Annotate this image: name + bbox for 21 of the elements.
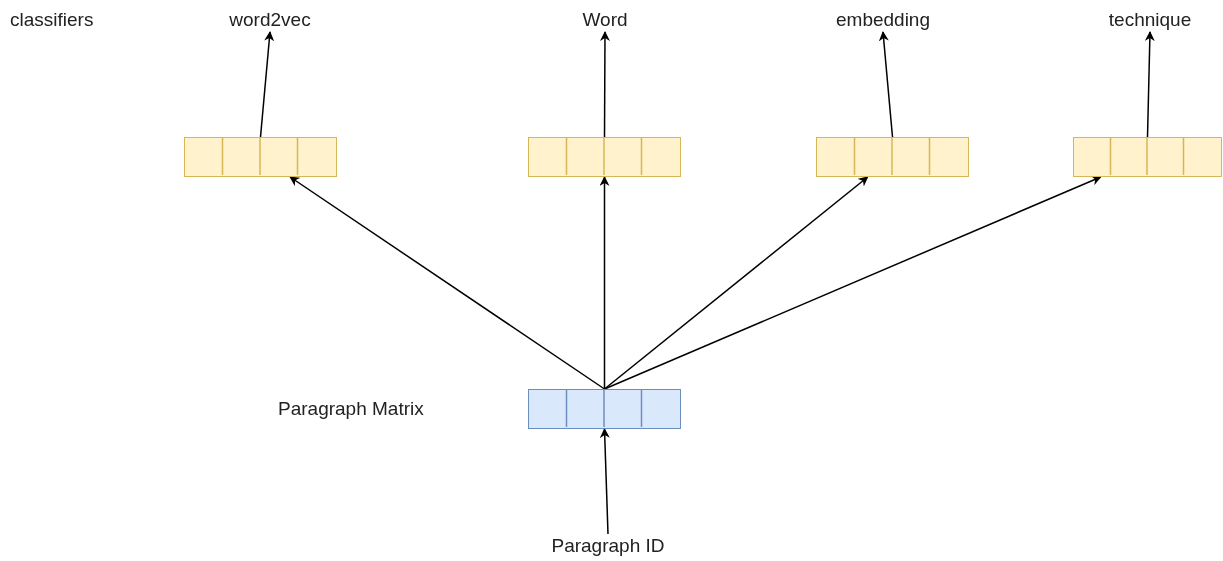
word-label: technique <box>1095 8 1205 32</box>
arrow <box>599 176 610 390</box>
arrow <box>1144 31 1155 138</box>
word-label: Word <box>565 8 645 32</box>
arrow <box>259 31 275 138</box>
arrow <box>603 175 1102 390</box>
word-label: word2vec <box>215 8 325 32</box>
word-label: embedding <box>828 8 938 32</box>
arrow <box>289 176 606 390</box>
label-text: Paragraph Matrix <box>278 397 424 421</box>
arrow <box>599 31 610 138</box>
arrow <box>878 31 894 138</box>
arrow <box>603 176 869 390</box>
vector-bar <box>184 137 337 177</box>
vector-bar <box>1073 137 1222 177</box>
word-label: Paragraph ID <box>518 534 698 558</box>
vector-bar <box>816 137 969 177</box>
vector-bar <box>528 137 681 177</box>
arrow <box>599 428 610 535</box>
vector-bar <box>528 389 681 429</box>
label-text: classifiers <box>10 8 94 32</box>
